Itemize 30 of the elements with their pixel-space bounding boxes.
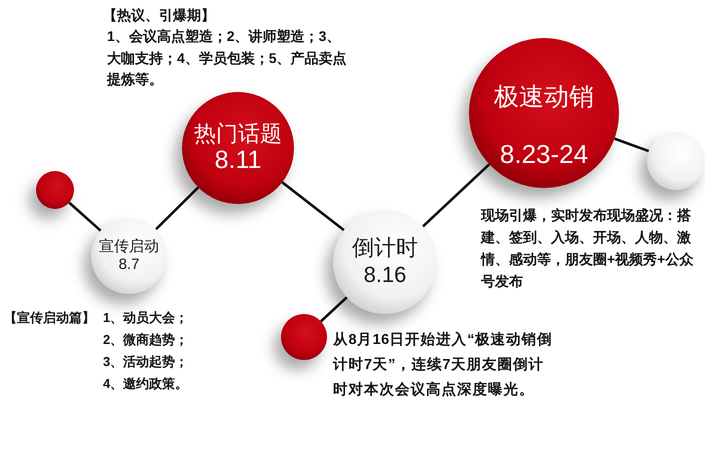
list-item: 3、活动起势； — [103, 353, 190, 371]
list-item: 2、微商趋势； — [103, 331, 190, 349]
connector-line — [281, 181, 345, 232]
stage-circle — [182, 92, 294, 204]
stage-name: 极速动销 — [494, 82, 594, 111]
timeline-dot — [281, 314, 327, 360]
stage-circle — [469, 38, 619, 188]
stage-name: 宣传启动 — [99, 238, 159, 256]
description-text: 现场引爆，实时发布现场盛况：搭建、签到、入场、开场、人物、激情、感动等，朋友圈+视频秀+公众号发布 — [481, 206, 694, 291]
description-text: 1、会议高点塑造；2、讲师塑造；3、大咖支持；4、学员包装；5、产品卖点提炼等。 — [107, 27, 348, 89]
list-item: 4、邀约政策。 — [103, 375, 190, 393]
connector-line — [614, 137, 650, 152]
section-heading: 【宣传启动篇】 — [4, 309, 96, 327]
stage-circle — [91, 218, 167, 294]
stage-name: 热门话题 — [194, 122, 282, 146]
timeline-dot — [36, 171, 74, 209]
stage-date: 8.7 — [118, 256, 140, 274]
stage-name: 倒计时 — [352, 236, 418, 261]
stage-date: 8.11 — [214, 146, 262, 174]
stage-date: 8.23-24 — [500, 140, 588, 170]
connector-line — [68, 202, 102, 232]
connector-line — [155, 186, 200, 230]
connector-line — [320, 296, 348, 322]
timeline-dot — [647, 132, 705, 190]
stage-date: 8.16 — [364, 263, 406, 288]
stage-circle — [333, 210, 437, 314]
connector-line — [422, 163, 490, 228]
section-heading: 【热议、引爆期】 — [103, 6, 216, 25]
list-item: 1、动员大会； — [103, 309, 190, 327]
description-text: 从8月16日开始进入“极速动销倒计时7天”，连续7天朋友圈倒计时对本次会议高点深度曝光。 — [333, 330, 554, 400]
